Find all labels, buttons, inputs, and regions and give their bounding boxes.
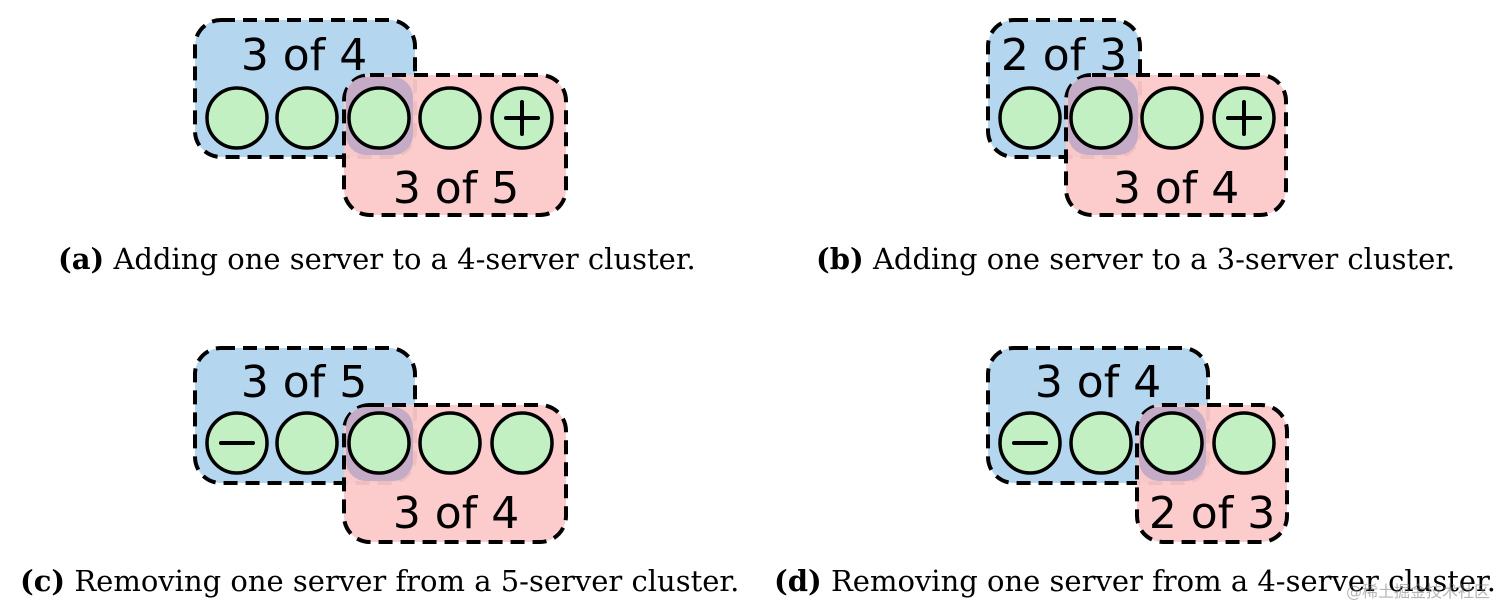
new-quorum-label: 3 of 4: [393, 488, 519, 539]
server-node: [205, 86, 269, 150]
panel-b: 2 of 3 3 of 4 (b) Adding one server to a…: [756, 0, 1512, 300]
diagram-c: 3 of 5 3 of 4: [193, 346, 568, 544]
server-node: [1212, 411, 1276, 475]
plus-icon: [1226, 100, 1262, 136]
server-node: [490, 411, 554, 475]
server-node: [347, 86, 411, 150]
new-quorum-label: 3 of 5: [393, 163, 519, 214]
server-node: [418, 86, 482, 150]
old-quorum-label: 3 of 4: [1035, 357, 1161, 408]
server-node: [1140, 86, 1204, 150]
caption-letter: (b): [816, 242, 864, 276]
caption-text: Removing one server from a 4-server clus…: [830, 564, 1496, 598]
panel-a: 3 of 4 3 of 5 (a) Adding one server to a…: [0, 0, 756, 300]
diagram-d: 3 of 4 2 of 3: [986, 346, 1289, 544]
plus-icon: [504, 100, 540, 136]
caption-d: (d) Removing one server from a 4-server …: [774, 564, 1496, 598]
caption-text: Removing one server from a 5-server clus…: [74, 564, 740, 598]
panel-c: 3 of 5 3 of 4 (c) Removing one server fr…: [0, 300, 756, 616]
server-node: [1140, 411, 1204, 475]
server-node: [418, 411, 482, 475]
caption-text: Adding one server to a 3-server cluster.: [872, 242, 1456, 276]
server-node: [1069, 411, 1133, 475]
caption-letter: (c): [20, 564, 66, 598]
caption-c: (c) Removing one server from a 5-server …: [20, 564, 739, 598]
old-quorum-label: 2 of 3: [1001, 30, 1127, 81]
caption-letter: (a): [58, 242, 105, 276]
server-node: [275, 411, 339, 475]
server-node: [1069, 86, 1133, 150]
watermark: @稀土掘金技术社区: [1345, 582, 1490, 601]
old-quorum-label: 3 of 5: [241, 357, 367, 408]
server-node: [347, 411, 411, 475]
server-node: [275, 86, 339, 150]
new-quorum-label: 3 of 4: [1113, 163, 1239, 214]
caption-text: Adding one server to a 4-server cluster.: [113, 242, 696, 276]
caption-a: (a) Adding one server to a 4-server clus…: [58, 242, 696, 276]
caption-letter: (d): [774, 564, 822, 598]
old-quorum-label: 3 of 4: [241, 30, 367, 81]
server-node: [998, 86, 1062, 150]
new-quorum-label: 2 of 3: [1149, 488, 1275, 539]
caption-b: (b) Adding one server to a 3-server clus…: [816, 242, 1455, 276]
diagram-a: 3 of 4 3 of 5: [193, 18, 568, 217]
panel-d: 3 of 4 2 of 3 (d) Removing one server fr…: [756, 300, 1512, 616]
diagram-b: 2 of 3 3 of 4: [986, 18, 1288, 217]
